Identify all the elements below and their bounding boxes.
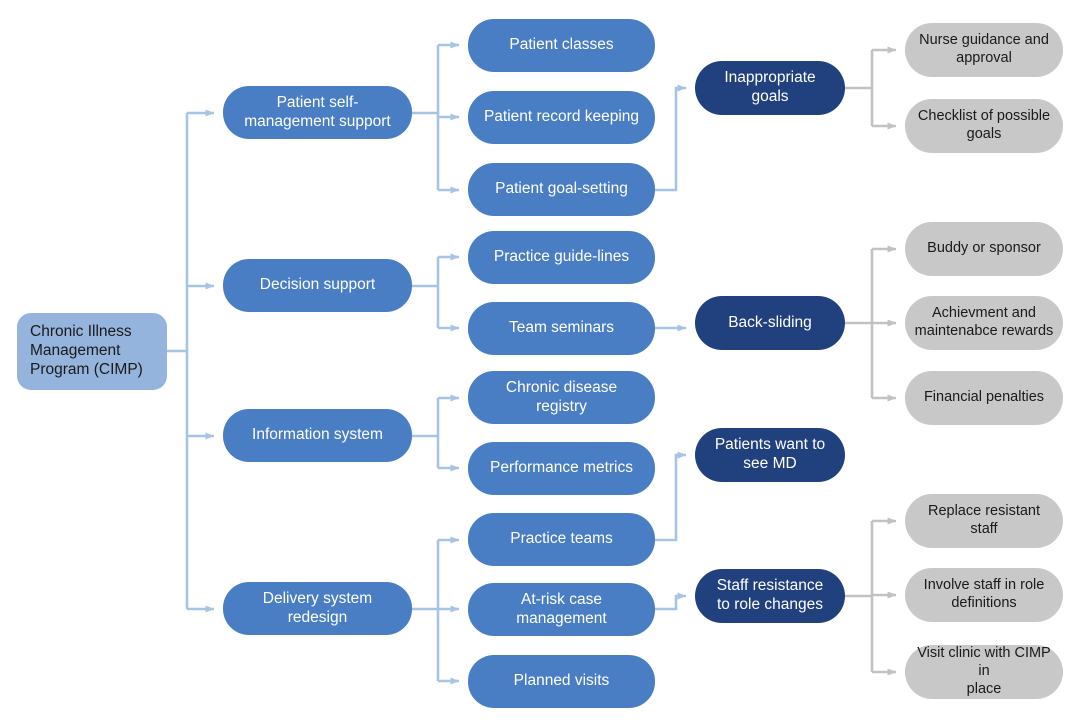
- node-component-chronic-disease-registry[interactable]: Chronic disease registry: [468, 371, 655, 424]
- node-solution-checklist-of-possible-goals[interactable]: Checklist of possible goals: [905, 99, 1063, 153]
- node-component-team-seminars[interactable]: Team seminars: [468, 302, 655, 355]
- branch1-to-component-connectors: [412, 41, 460, 194]
- node-barrier-staff-resistance-to-role-changes[interactable]: Staff resistance to role changes: [695, 569, 845, 623]
- node-branch-delivery-system-redesign[interactable]: Delivery system redesign: [223, 582, 412, 635]
- node-solution-achievement-and-maintenance-rewards[interactable]: Achievment and maintenabce rewards: [905, 296, 1063, 350]
- barrier2-to-solution-connectors: [845, 245, 897, 402]
- node-branch-patient-self-management-support[interactable]: Patient self- management support: [223, 86, 412, 139]
- node-component-at-risk-case-management[interactable]: At-risk case management: [468, 583, 655, 636]
- barrier4-to-solution-connectors: [845, 517, 897, 676]
- node-component-patient-record-keeping[interactable]: Patient record keeping: [468, 91, 655, 144]
- node-barrier-patients-want-to-see-md[interactable]: Patients want to see MD: [695, 428, 845, 482]
- node-component-practice-teams[interactable]: Practice teams: [468, 513, 655, 566]
- node-solution-nurse-guidance-and-approval[interactable]: Nurse guidance and approval: [905, 23, 1063, 77]
- root-to-branch-connectors: [167, 109, 215, 613]
- node-branch-information-system[interactable]: Information system: [223, 409, 412, 462]
- branch2-to-component-connectors: [412, 253, 460, 332]
- node-root[interactable]: Chronic Illness Management Program (CIMP…: [17, 313, 167, 390]
- node-component-performance-metrics[interactable]: Performance metrics: [468, 442, 655, 495]
- node-solution-visit-clinic-with-cimp-in-place[interactable]: Visit clinic with CIMP in place: [905, 645, 1063, 699]
- node-solution-replace-resistant-staff[interactable]: Replace resistant staff: [905, 494, 1063, 548]
- node-solution-buddy-or-sponsor[interactable]: Buddy or sponsor: [905, 222, 1063, 276]
- node-solution-financial-penalties[interactable]: Financial penalties: [905, 371, 1063, 425]
- node-barrier-back-sliding[interactable]: Back-sliding: [695, 296, 845, 350]
- node-component-planned-visits[interactable]: Planned visits: [468, 655, 655, 708]
- branch4-to-component-connectors: [412, 536, 460, 685]
- branch3-to-component-connectors: [412, 394, 460, 472]
- node-barrier-inappropriate-goals[interactable]: Inappropriate goals: [695, 61, 845, 115]
- node-component-practice-guidelines[interactable]: Practice guide-lines: [468, 231, 655, 284]
- node-component-patient-classes[interactable]: Patient classes: [468, 19, 655, 72]
- barrier1-to-solution-connectors: [845, 46, 897, 130]
- component-to-barrier-connectors: [655, 84, 687, 611]
- node-solution-involve-staff-in-role-definitions[interactable]: Involve staff in role definitions: [905, 568, 1063, 622]
- node-branch-decision-support[interactable]: Decision support: [223, 259, 412, 312]
- node-component-patient-goal-setting[interactable]: Patient goal-setting: [468, 163, 655, 216]
